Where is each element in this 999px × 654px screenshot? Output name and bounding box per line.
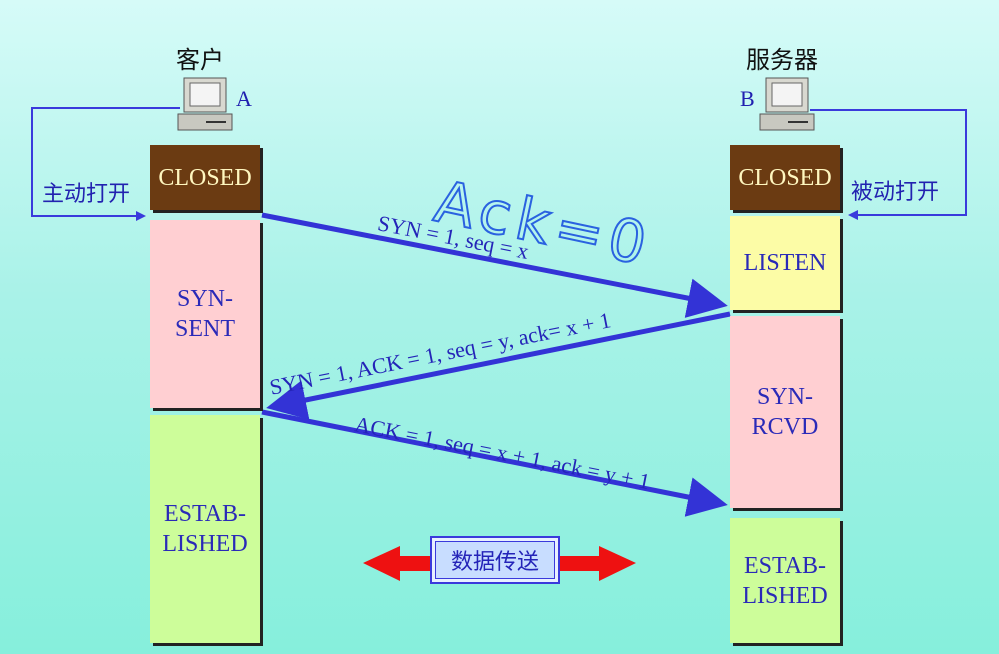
data-transfer-label: 数据传送 [430, 536, 560, 584]
server-open-loop [810, 109, 967, 220]
computer-icon-server [759, 77, 815, 131]
client-title: 客户 [176, 46, 224, 74]
client-letter: A [236, 86, 252, 111]
client-state-syn-sent: SYN- SENT [150, 220, 260, 408]
data-arrow-right [558, 546, 636, 581]
server-state-listen: LISTEN [730, 216, 840, 310]
client-state-established: ESTAB- LISHED [150, 415, 260, 643]
server-letter: B [740, 86, 755, 111]
client-open-loop [31, 107, 180, 221]
syn-ack-arrow [266, 311, 731, 420]
server-state-closed: CLOSED [730, 145, 840, 210]
computer-icon-client [177, 77, 233, 131]
handwritten-ack-note: Ack=0 [429, 167, 658, 279]
client-state-closed: CLOSED [150, 145, 260, 210]
client-open-label: 主动打开 [42, 182, 131, 207]
server-open-label: 被动打开 [851, 180, 940, 205]
syn-arrow [261, 212, 728, 318]
server-title: 服务器 [746, 46, 818, 74]
ack-arrow [261, 409, 728, 517]
server-state-established: ESTAB- LISHED [730, 518, 840, 643]
data-arrow-left [363, 546, 432, 581]
server-state-syn-rcvd: SYN- RCVD [730, 316, 840, 508]
